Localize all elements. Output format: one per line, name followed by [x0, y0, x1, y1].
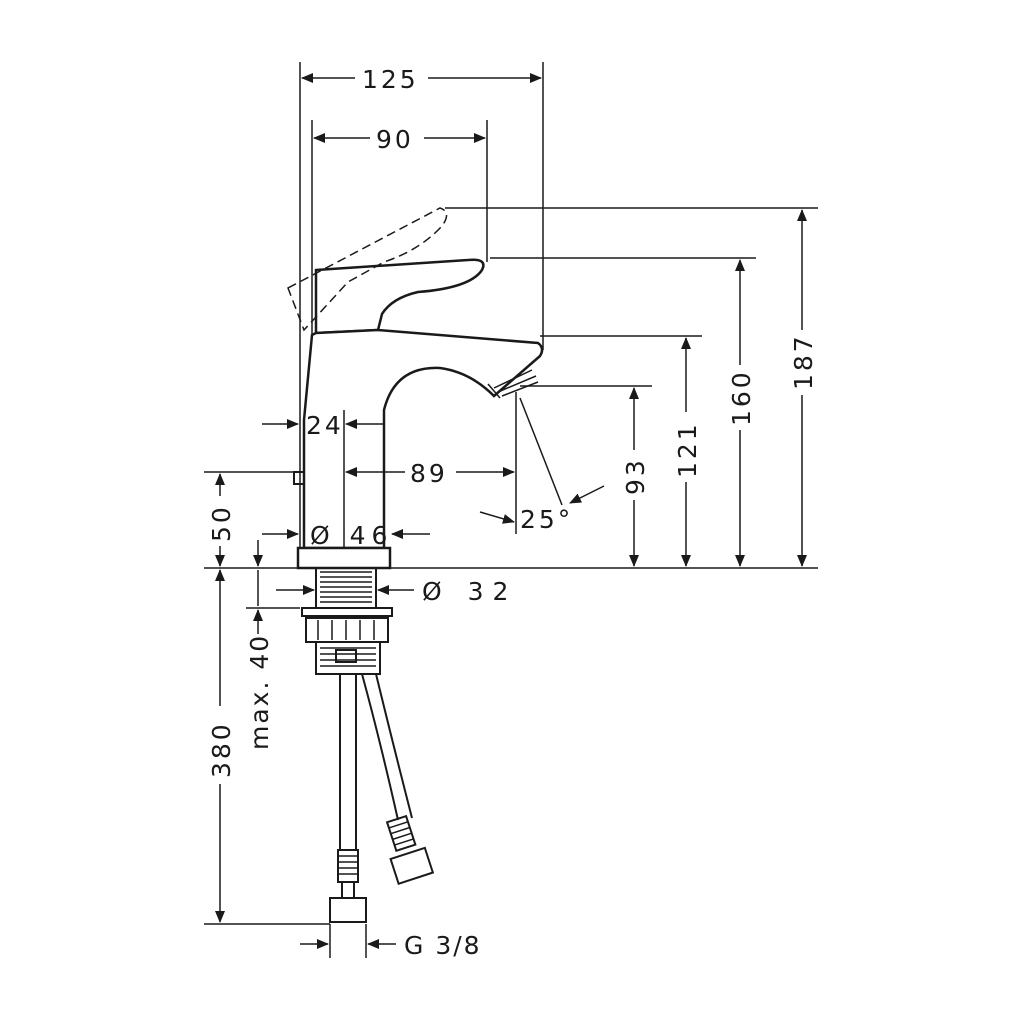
- dim-thread: G 3/8: [300, 931, 482, 960]
- dim-base-diameter: Ø 46: [262, 521, 430, 550]
- dim-width-handle: 90: [313, 125, 486, 154]
- label-25-degrees: 25°: [520, 505, 573, 534]
- dim-max-thickness: max. 40: [245, 540, 274, 750]
- label-max-40: max. 40: [245, 634, 274, 750]
- dim-spout-reach: 89: [345, 459, 515, 488]
- dim-height-spout: 121: [673, 337, 702, 567]
- popup-rod-knob: [293, 471, 305, 485]
- label-121: 121: [673, 421, 702, 478]
- spout-body: [302, 328, 544, 550]
- dim-height-outlet: 93: [621, 387, 650, 567]
- aerator: [487, 369, 539, 399]
- label-89: 89: [410, 459, 448, 488]
- label-125: 125: [362, 65, 419, 94]
- label-187: 187: [789, 333, 818, 390]
- dim-width-total: 125: [301, 65, 542, 94]
- label-380: 380: [207, 721, 236, 778]
- lever-handle-open-position: [287, 207, 448, 332]
- label-93: 93: [621, 457, 650, 495]
- label-160: 160: [727, 369, 756, 426]
- dim-tail-diameter: Ø 32: [276, 577, 517, 606]
- label-90: 90: [376, 125, 414, 154]
- label-24: 24: [306, 411, 344, 440]
- dim-hose-length: 380: [207, 569, 236, 923]
- dim-base-height: 50: [207, 473, 236, 567]
- supply-hoses: [329, 673, 435, 923]
- label-g38: G 3/8: [404, 931, 482, 960]
- dim-height-handle: 160: [727, 259, 756, 567]
- faucet-outline: [287, 207, 544, 570]
- dim-height-total: 187: [789, 209, 818, 567]
- label-50: 50: [207, 504, 236, 542]
- lever-handle: [314, 258, 485, 335]
- base-plate: [296, 546, 392, 570]
- dim-spray-angle: 25°: [479, 485, 605, 534]
- label-diameter-46: Ø 46: [310, 521, 393, 550]
- extension-lines: [204, 62, 818, 958]
- threaded-shank: [301, 567, 393, 675]
- label-diameter-32: Ø 32: [422, 577, 517, 606]
- dim-handle-offset: 24: [262, 411, 384, 440]
